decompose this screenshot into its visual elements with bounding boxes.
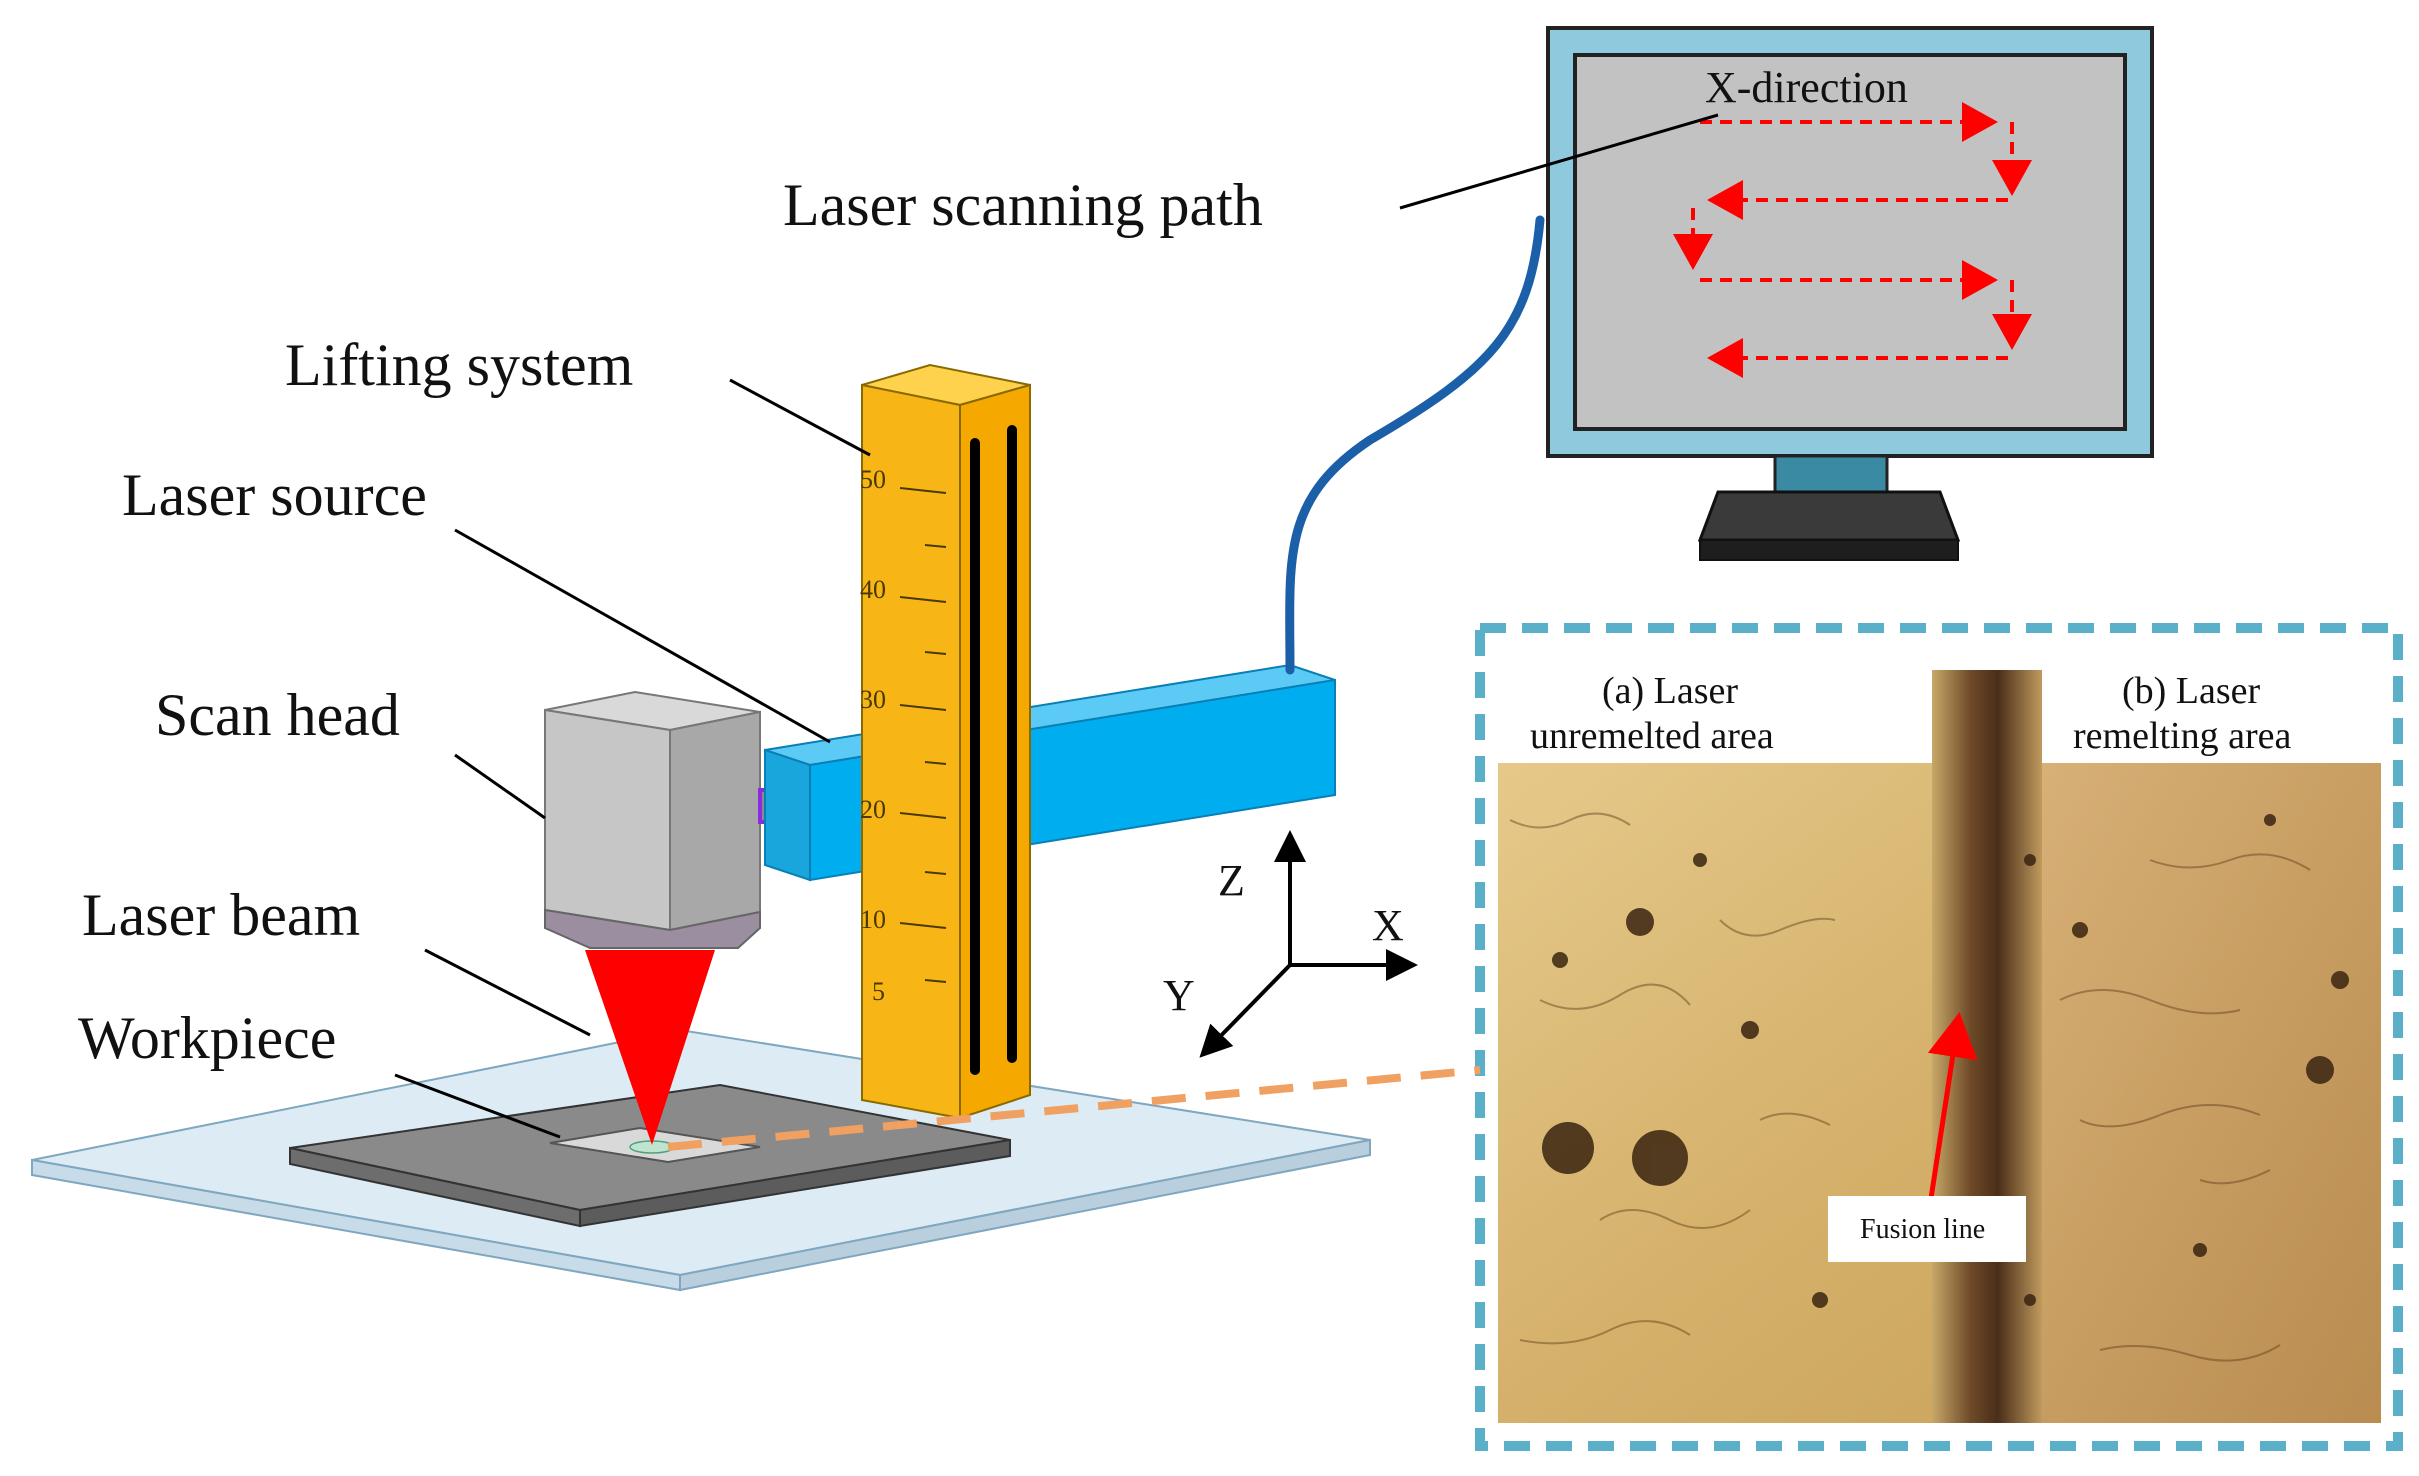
ruler-tick-40: 40	[860, 575, 886, 604]
ruler-tick-20: 20	[860, 795, 886, 824]
axis-y-label: Y	[1163, 971, 1195, 1020]
ruler-tick-50: 50	[860, 465, 886, 494]
scan-path-arrows	[1673, 102, 2032, 378]
laser-beam	[585, 950, 715, 1145]
axis-z-label: Z	[1218, 856, 1245, 905]
coordinate-axes	[1199, 830, 1418, 1058]
laser-source-arm	[764, 663, 1336, 882]
micrograph	[1475, 623, 2403, 1451]
ruler-ticks	[899, 487, 947, 983]
axis-x-label: X	[1372, 901, 1404, 950]
fusion-line-label-box	[1828, 1196, 2026, 1262]
x-direction-label: X-direction	[1705, 63, 1908, 112]
ruler-tick-5: 5	[872, 977, 885, 1006]
micrograph-connector	[667, 1066, 1481, 1151]
ruler-tick-30: 30	[860, 685, 886, 714]
region-b-line1: (b) Laser	[2122, 670, 2261, 712]
scan-head-label: Scan head	[155, 682, 400, 748]
laser-beam-label: Laser beam	[82, 882, 360, 948]
region-a-line2: unremelted area	[1530, 715, 1774, 757]
laser-source-label: Laser source	[122, 462, 427, 528]
fusion-line-arrow	[1927, 1012, 1978, 1206]
monitor-cable	[1285, 215, 1545, 675]
scan-head	[544, 690, 761, 949]
region-b-line2: remelting area	[2073, 715, 2292, 757]
monitor	[1546, 26, 2154, 561]
region-a-line1: (a) Laser	[1602, 670, 1738, 712]
ruler-tick-10: 10	[860, 905, 886, 934]
workpiece-label: Workpiece	[78, 1005, 336, 1071]
lifting-system-label: Lifting system	[285, 332, 633, 398]
laser-scanning-path-label: Laser scanning path	[783, 172, 1263, 238]
lifting-column	[861, 363, 1031, 1120]
leader-lines	[394, 113, 1719, 1139]
fusion-line-label: Fusion line	[1860, 1214, 1985, 1245]
